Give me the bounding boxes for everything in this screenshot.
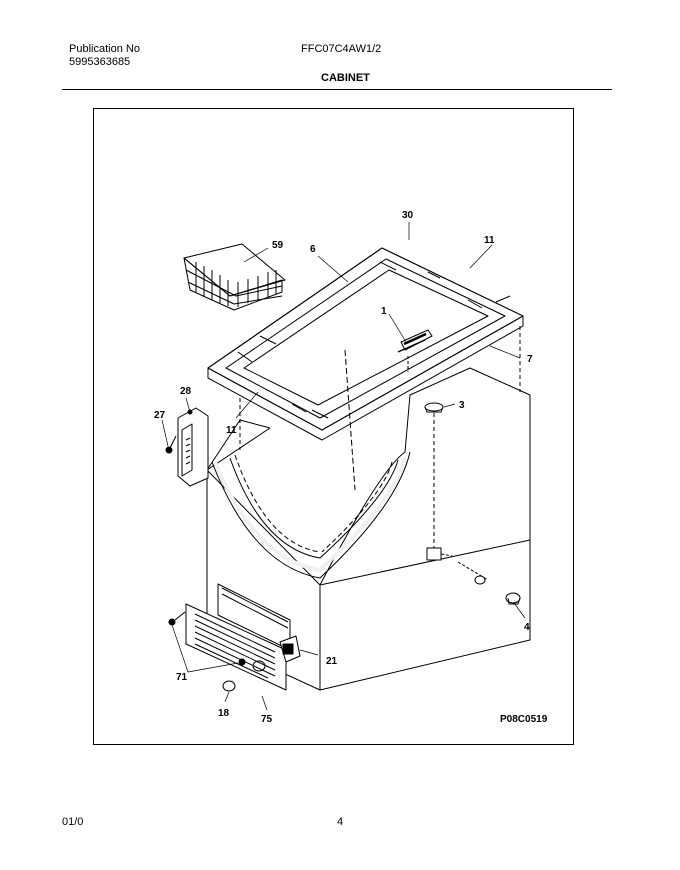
callout-28: 28 — [180, 386, 192, 397]
callout-21: 21 — [326, 656, 338, 667]
section-title: CABINET — [321, 72, 370, 84]
lid-gasket-frame — [207, 247, 524, 491]
revision-code: 01/0 — [62, 816, 84, 828]
wire-basket — [183, 243, 286, 311]
diagram-frame — [93, 108, 574, 745]
control-box — [279, 635, 301, 663]
figure-code: P08C0519 — [500, 714, 548, 725]
callout-27: 27 — [154, 410, 166, 421]
callout-59: 59 — [272, 240, 284, 251]
callout-18: 18 — [218, 708, 230, 719]
callout-75: 75 — [261, 714, 273, 725]
callout-11-left: 11 — [226, 425, 237, 436]
callout-3: 3 — [459, 400, 465, 411]
model-number: FFC07C4AW1/2 — [301, 43, 382, 55]
callout-11-top: 11 — [484, 235, 495, 246]
header-rule — [62, 89, 612, 90]
leader-lines — [161, 222, 526, 711]
callout-7: 7 — [527, 354, 533, 365]
drain-plug — [424, 402, 521, 605]
callout-6: 6 — [310, 244, 316, 255]
callout-1: 1 — [381, 306, 387, 317]
publication-number: 5995363685 — [69, 56, 131, 68]
lid-handle — [397, 329, 433, 372]
publication-label: Publication No — [69, 43, 140, 55]
hinge-assembly — [165, 407, 209, 487]
callout-71: 71 — [176, 672, 188, 683]
compartment-grille — [168, 603, 287, 692]
callout-30: 30 — [402, 210, 414, 221]
callout-4: 4 — [524, 622, 530, 633]
page-number: 4 — [337, 816, 344, 828]
